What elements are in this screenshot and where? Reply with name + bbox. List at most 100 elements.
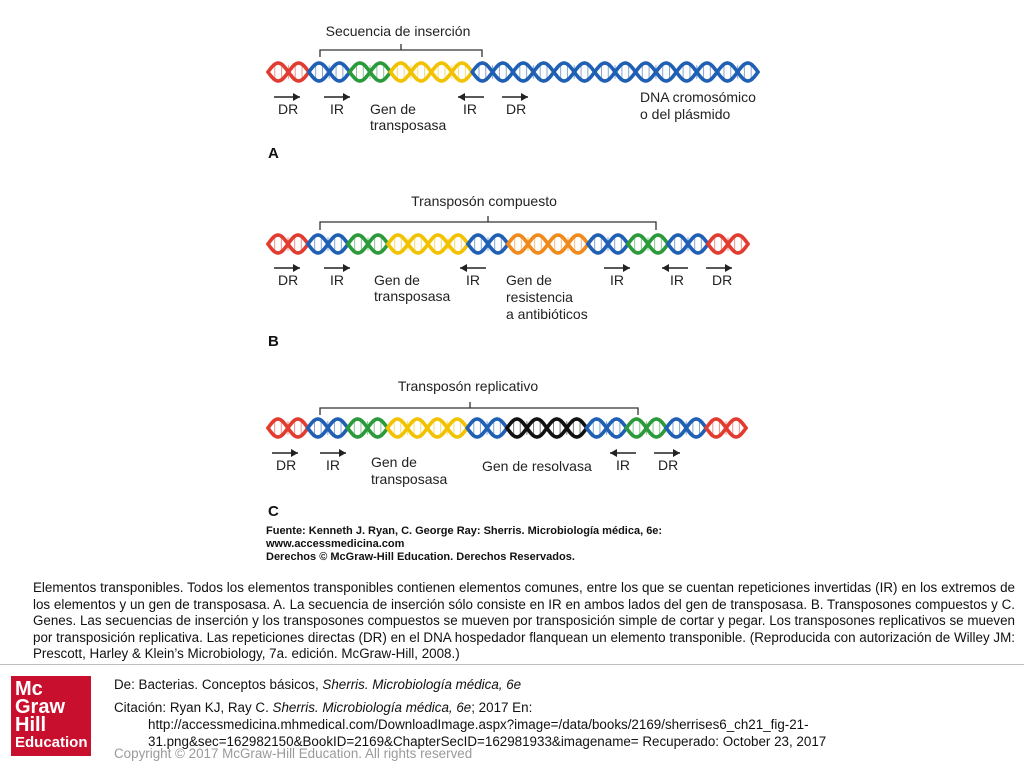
arrow-right-icon [604,264,630,272]
panel-b-dr-right: DR [712,272,732,288]
arrow-left-icon [458,93,484,101]
helix-segment [664,417,708,439]
panel-c-dr-right: DR [658,457,678,473]
citation-url-line-2[interactable]: 31.png&sec=162982150&BookID=2169&Chapter… [148,734,827,749]
arrow-right-icon [320,449,346,457]
helix-segment [347,61,393,83]
source-line-1: Fuente: Kenneth J. Ryan, C. George Ray: … [266,525,662,537]
panel-a-dr-right: DR [506,101,526,117]
panel-c-ir-right: IR [616,457,630,473]
citation-line: Citación: Ryan KJ, Ray C. Sherris. Micro… [114,700,533,715]
panel-c-dr-left: DR [276,457,296,473]
helix-segment [426,233,470,255]
panel-b-ir-1: IR [330,272,344,288]
source-line-2: www.accessmedicina.com [265,538,405,550]
helix-segment [505,417,549,439]
helix-segment [624,417,669,439]
arrow-right-icon [324,93,350,101]
helix-segment [666,233,710,255]
citation-url-line-1[interactable]: http://accessmedicina.mhmedical.com/Down… [148,717,809,732]
helix-segment [388,61,434,83]
arrow-right-icon [272,449,298,457]
helix-segment [706,233,750,255]
citation-block: De: Bacterias. Conceptos básicos, Sherri… [114,676,914,750]
panel-b-bracket [319,221,657,230]
helix-segment [586,233,630,255]
panel-a-ir-left: IR [330,101,344,117]
helix-segment [633,61,679,83]
helix-segment [425,417,469,439]
panel-b-dna-helix [266,233,750,255]
helix-segment [592,61,638,83]
helix-segment [307,61,352,83]
figure-source: Fuente: Kenneth J. Ryan, C. George Ray: … [265,525,662,563]
helix-segment [385,417,430,439]
helix-segment [511,61,556,83]
panel-c-dna-helix [266,417,748,439]
arrow-right-icon [502,93,528,101]
helix-segment [429,61,474,83]
helix-segment [465,417,509,439]
helix-segment [386,233,430,255]
helix-segment [345,417,390,439]
helix-segment [626,233,670,255]
arrow-right-icon [324,264,350,272]
helix-segment [306,417,350,439]
helix-segment [715,61,760,83]
copyright-notice: Copyright © 2017 McGraw-Hill Education. … [114,746,473,761]
helix-segment [306,233,350,255]
panel-c-resolvase-gene-label: Gen de resolvasa [482,458,592,474]
panel-a-dr-left: DR [278,101,298,117]
panel-b-ir-3: IR [610,272,624,288]
panel-c-arrows [272,449,680,457]
helix-segment [346,233,390,255]
panel-b-dr-left: DR [278,272,298,288]
arrow-left-icon [460,264,486,272]
arrow-right-icon [654,449,680,457]
helix-segment [266,417,310,439]
from-line: De: Bacterias. Conceptos básicos, Sherri… [114,677,522,692]
footer-divider [0,664,1024,665]
helix-segment [584,417,629,439]
helix-segment [545,417,589,439]
source-line-3: Derechos © McGraw-Hill Education. Derech… [266,551,575,563]
panel-a-ir-right: IR [463,101,477,117]
helix-segment [506,233,550,255]
panel-c-ir-left: IR [326,457,340,473]
panel-c-letter: C [268,503,279,520]
arrow-left-icon [610,449,636,457]
helix-segment [470,61,515,83]
panel-a-dna-helix [266,61,760,83]
panel-b-ir-4: IR [670,272,684,288]
helix-segment [466,233,510,255]
helix-segment [266,61,311,83]
mcgraw-hill-logo: Mc Graw Hill Education [11,676,91,756]
helix-segment [266,233,310,255]
arrow-right-icon [706,264,732,272]
helix-segment [546,233,590,255]
panel-c-bracket [319,407,639,415]
arrow-right-icon [274,264,300,272]
panel-a-letter: A [268,145,279,162]
panel-c-bracket-label: Transposón replicativo [398,378,539,394]
panel-b-ir-2: IR [466,272,480,288]
helix-segment [552,61,597,83]
panel-a-bracket [319,49,483,57]
helix-segment [674,61,719,83]
panel-b-arrows [274,264,732,272]
figure-caption: Elementos transponibles. Todos los eleme… [33,580,1015,661]
arrow-left-icon [662,264,688,272]
arrow-right-icon [274,93,300,101]
panel-a-bracket-label: Secuencia de inserción [326,23,471,39]
panel-a-arrows [274,93,528,101]
